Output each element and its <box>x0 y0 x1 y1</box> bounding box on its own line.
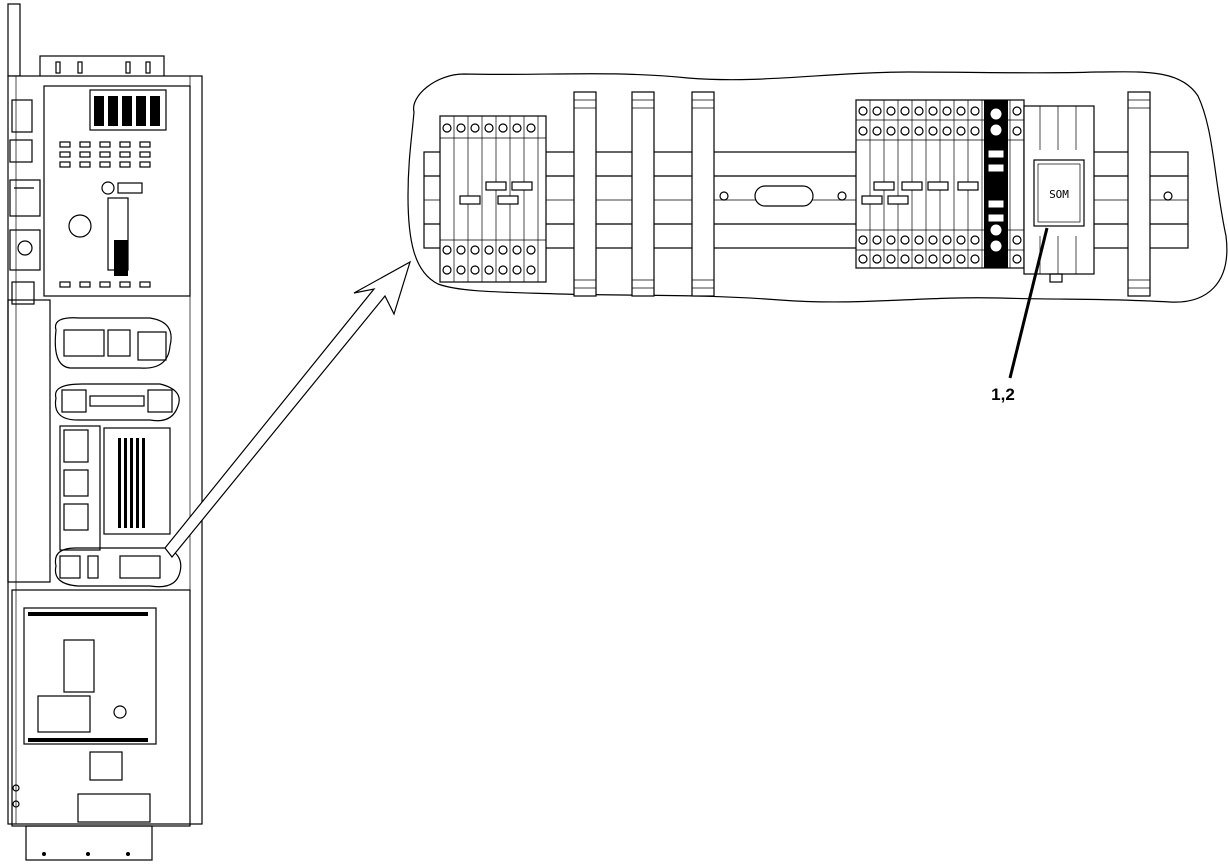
terminal-block-group-right <box>855 99 1025 269</box>
callout-leader <box>1008 227 1049 379</box>
som-module-label: SOM <box>1049 188 1069 201</box>
lifting-tab <box>7 3 21 77</box>
som-module: SOM <box>1023 105 1095 283</box>
zoom-arrow <box>164 260 412 558</box>
zoom-source-region <box>54 547 182 588</box>
callout-label: 1,2 <box>991 385 1015 404</box>
fuse-column <box>984 100 1008 268</box>
callout: 1,2 <box>991 227 1049 404</box>
cabinet-elevation <box>7 3 203 861</box>
left-side-devices <box>9 99 41 305</box>
end-stops <box>573 91 1151 297</box>
terminal-block-group-left <box>439 115 547 283</box>
top-flange <box>39 55 165 79</box>
detail-view: SOM <box>407 71 1228 303</box>
